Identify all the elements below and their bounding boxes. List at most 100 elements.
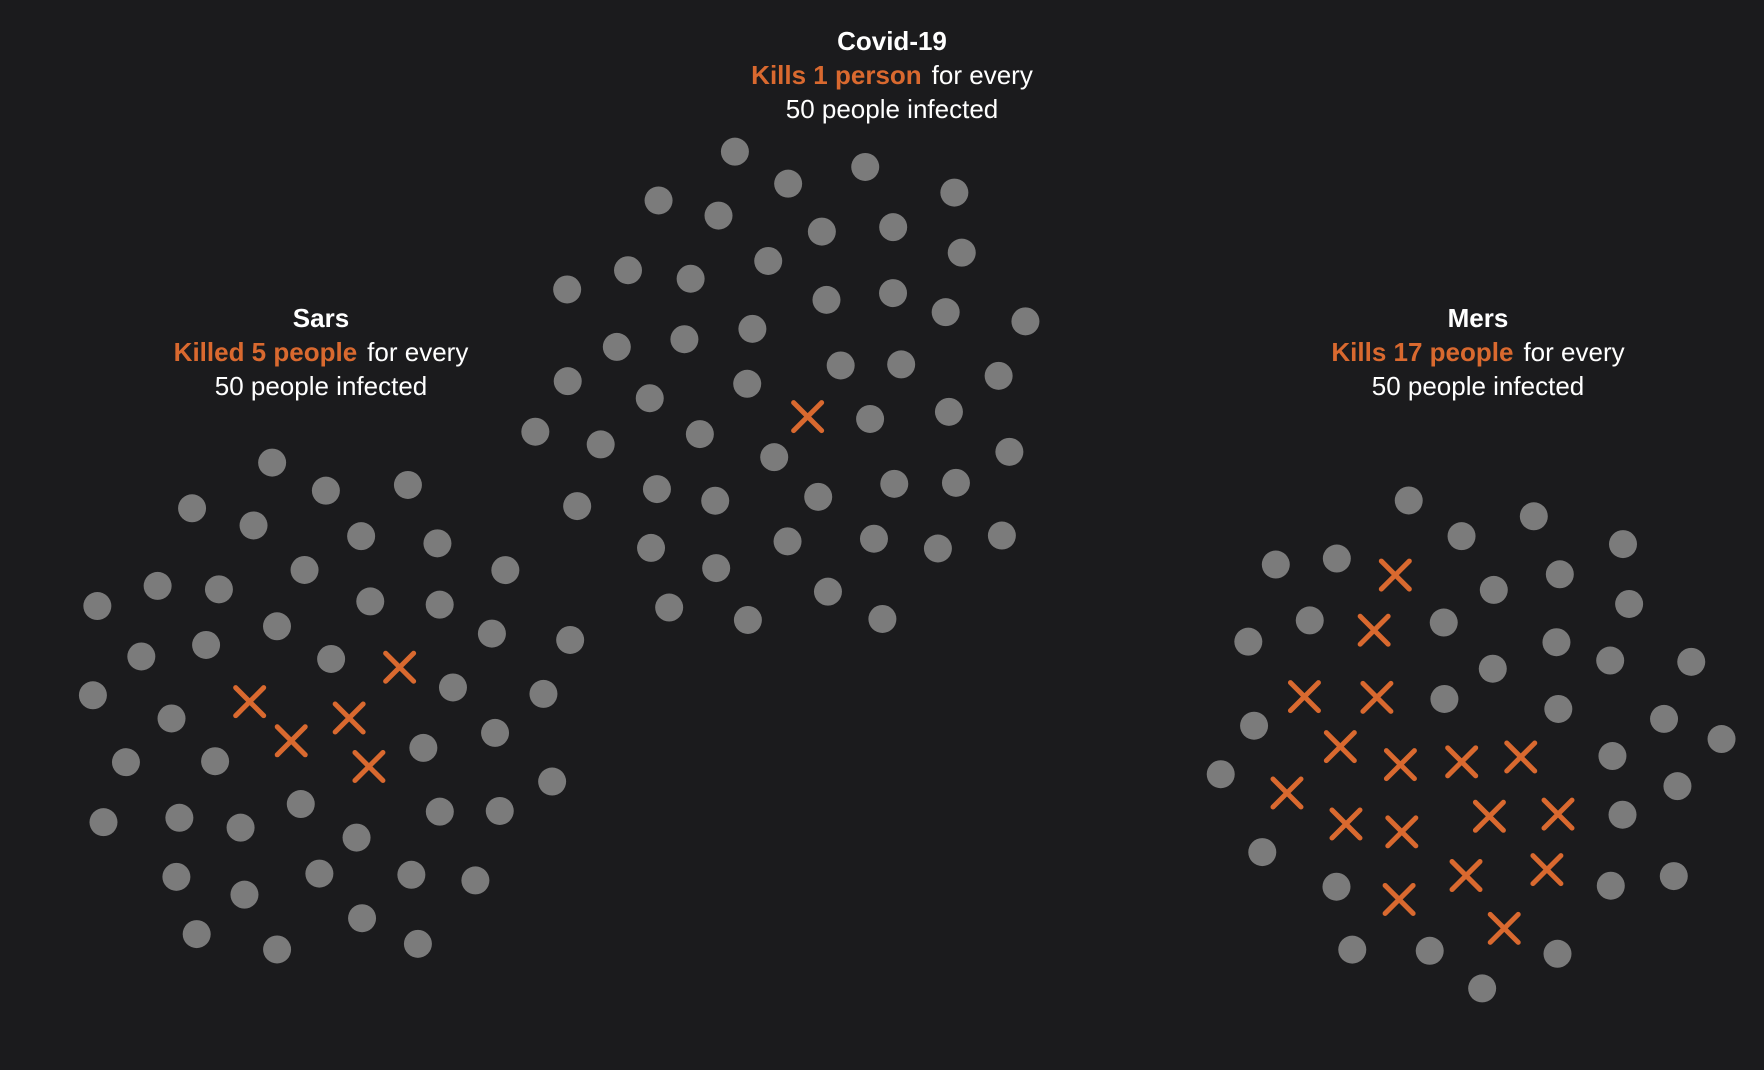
sars-person-dot — [286, 790, 315, 819]
mers-person-dot — [1608, 530, 1637, 559]
covid-person-dot — [812, 285, 841, 314]
covid-person-dot — [754, 246, 783, 275]
sars-person-dot — [491, 556, 520, 585]
covid-death-mark — [791, 400, 825, 434]
sars-person-dot — [192, 630, 221, 659]
sars-person-dot — [356, 587, 385, 616]
mers-person-dot — [1519, 502, 1548, 531]
covid-person-dot — [635, 384, 664, 413]
covid-person-dot — [676, 264, 705, 293]
mers-death-mark — [1329, 807, 1363, 841]
mers-person-dot — [1248, 838, 1277, 867]
covid-person-dot — [733, 369, 762, 398]
covid-person-dot — [521, 417, 550, 446]
sars-death-mark — [383, 650, 417, 684]
covid-person-dot — [941, 468, 970, 497]
covid-person-dot — [637, 533, 666, 562]
mers-person-dot — [1240, 711, 1269, 740]
mers-person-dot — [1415, 936, 1444, 965]
covid-person-dot — [987, 521, 1016, 550]
mers-person-dot — [1234, 627, 1263, 656]
covid-person-dot — [923, 534, 952, 563]
sars-person-dot — [347, 522, 376, 551]
sars-person-dot — [204, 575, 233, 604]
covid-person-dot — [1011, 307, 1040, 336]
covid-person-dot — [760, 443, 789, 472]
sars-death-mark — [352, 750, 386, 784]
covid-person-dot — [774, 169, 803, 198]
sars-person-dot — [425, 797, 454, 826]
sars-person-dot — [111, 748, 140, 777]
covid-person-dot — [880, 469, 909, 498]
sars-person-dot — [438, 673, 467, 702]
mers-person-dot — [1543, 939, 1572, 968]
sars-person-dot — [538, 767, 567, 796]
covid-person-dot — [701, 486, 730, 515]
mers-highlight: Kills 17 people — [1331, 337, 1514, 367]
mers-person-dot — [1677, 647, 1706, 676]
covid-person-dot — [947, 238, 976, 267]
mers-death-mark — [1323, 730, 1357, 764]
sars-person-dot — [342, 823, 371, 852]
sars-person-dot — [393, 470, 422, 499]
mers-death-mark — [1504, 740, 1538, 774]
sars-person-dot — [157, 704, 186, 733]
covid-person-dot — [851, 152, 880, 181]
sars-person-dot — [556, 625, 585, 654]
mers-death-mark — [1487, 911, 1521, 945]
mers-death-mark — [1383, 748, 1417, 782]
sars-person-dot — [425, 590, 454, 619]
sars-person-dot — [182, 920, 211, 949]
covid-person-dot — [614, 256, 643, 285]
sars-death-mark — [233, 685, 267, 719]
sars-death-mark — [274, 724, 308, 758]
mers-person-dot — [1596, 646, 1625, 675]
covid-person-dot — [702, 554, 731, 583]
mers-person-dot — [1430, 684, 1459, 713]
covid-person-dot — [826, 351, 855, 380]
covid-person-dot — [773, 527, 802, 556]
sars-person-dot — [348, 904, 377, 933]
covid-person-dot — [670, 325, 699, 354]
mers-person-dot — [1206, 760, 1235, 789]
covid-person-dot — [804, 482, 833, 511]
mers-person-dot — [1322, 544, 1351, 573]
covid-person-dot — [931, 298, 960, 327]
sars-person-dot — [397, 860, 426, 889]
covid-person-dot — [720, 137, 749, 166]
covid-rest: for every — [931, 60, 1033, 90]
mers-death-mark — [1287, 680, 1321, 714]
sars-person-dot — [263, 612, 292, 641]
sars-person-dot — [529, 679, 558, 708]
covid-person-dot — [995, 437, 1024, 466]
covid-person-dot — [887, 350, 916, 379]
covid-person-dot — [807, 217, 836, 246]
mers-person-dot — [1650, 704, 1679, 733]
mers-person-dot — [1663, 772, 1692, 801]
sars-person-dot — [485, 796, 514, 825]
mers-rest: for every — [1523, 337, 1625, 367]
sars-person-dot — [127, 642, 156, 671]
mers-subtitle-line1: Kills 17 people for every — [1218, 335, 1738, 369]
covid-person-dot — [642, 475, 671, 504]
sars-person-dot — [258, 448, 287, 477]
sars-person-dot — [477, 619, 506, 648]
covid-subtitle-line1: Kills 1 person for every — [632, 58, 1152, 92]
sars-person-dot — [178, 494, 207, 523]
mers-person-dot — [1479, 575, 1508, 604]
sars-dots — [78, 448, 585, 964]
covid-title: Covid-19 — [837, 26, 947, 56]
covid-person-dot — [685, 420, 714, 449]
sars-person-dot — [290, 555, 319, 584]
covid-highlight: Kills 1 person — [751, 60, 922, 90]
mers-person-dot — [1544, 694, 1573, 723]
mers-person-dot — [1468, 974, 1497, 1003]
mers-death-mark — [1382, 882, 1416, 916]
mers-person-dot — [1261, 550, 1290, 579]
mers-person-dot — [1545, 560, 1574, 589]
mers-person-dot — [1707, 725, 1736, 754]
